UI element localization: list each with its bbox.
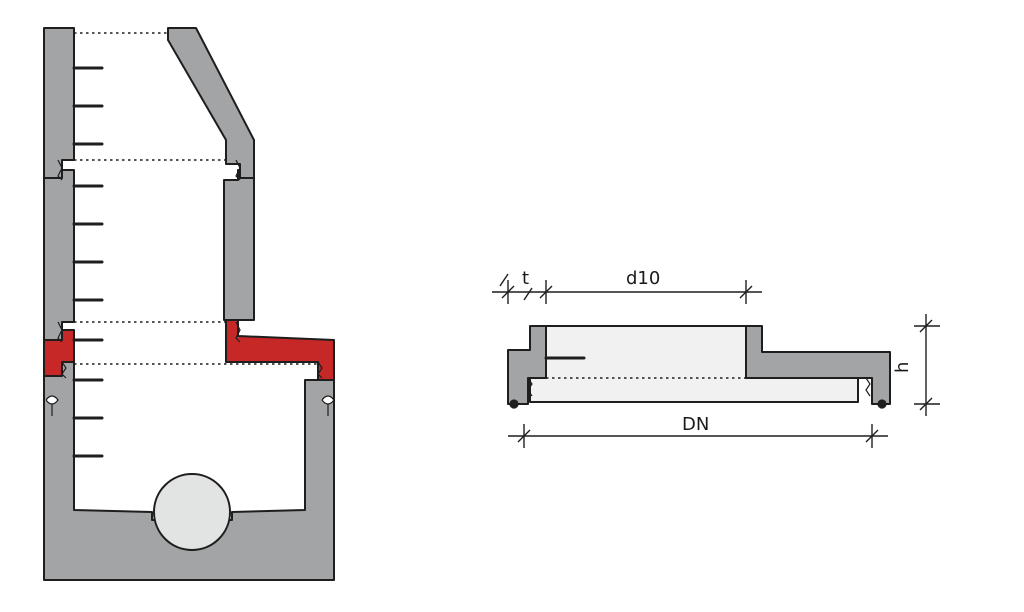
manhole-assembly [43, 27, 335, 581]
dimension-d10: d10 [626, 268, 660, 289]
joint-lines [74, 32, 318, 365]
dimension-dn: DN [682, 414, 709, 435]
shaft-ring-left-wall [43, 169, 75, 341]
gasket-right-icon [321, 395, 335, 416]
detail-seals [509, 377, 887, 409]
base-section [43, 361, 335, 581]
dimension-lines [492, 273, 940, 448]
ladder-steps [72, 66, 104, 458]
dimension-t: t [522, 268, 529, 289]
pipe-opening [153, 473, 231, 551]
adjusting-ring-detail [507, 325, 891, 405]
seal-left-icon [509, 399, 519, 409]
detail-right-shelf [745, 325, 891, 405]
gasket-left-icon [45, 395, 59, 416]
seal-details [45, 159, 335, 416]
cone-left-wall [43, 27, 75, 179]
dimension-h: h [892, 362, 913, 373]
cone-right-wall [167, 27, 255, 179]
seal-right-icon [877, 399, 887, 409]
adjusting-ring-right [225, 319, 335, 381]
shaft-ring-right-wall [223, 169, 255, 321]
